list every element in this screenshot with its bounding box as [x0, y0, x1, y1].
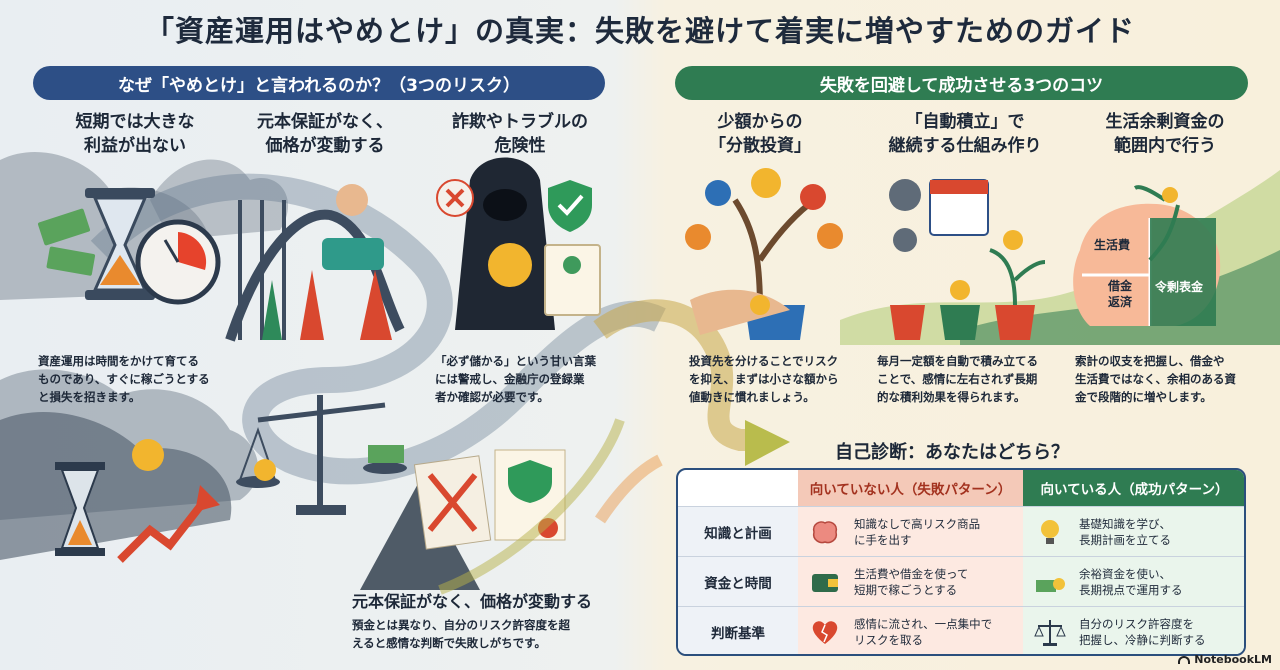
risk-3-text: 「必ず儲かる」という甘い言葉には警戒し、金融庁の登録業者か確認が必要です。 — [435, 354, 596, 404]
cell-bad-funds: 生活費や借金を使って短期で稼ごうとする — [798, 556, 1023, 606]
risk-1-text: 資産運用は時間をかけて育てるものであり、すぐに稼ごうとすると損失を招きます。 — [38, 354, 210, 404]
brand-logo: NotebookLM — [1178, 653, 1272, 666]
cell-good-funds: 余裕資金を使い、長期視点で運用する — [1023, 556, 1244, 606]
shield-check-icon — [548, 180, 592, 232]
row-label-judgment: 判断基準 — [678, 606, 798, 654]
cell-bad-judgment: 感情に流され、一点集中でリスクを取る — [798, 606, 1023, 654]
tip-1-title: 少額からの「分散投資」 — [709, 112, 811, 156]
diagnosis-title: 自己診断：あなたはどちら？ — [835, 442, 1069, 463]
piggy-living-label: 生活費 — [1094, 238, 1131, 252]
lightbulb-icon — [1041, 520, 1059, 544]
money-stack-icon — [1036, 578, 1065, 592]
certificate-icon — [544, 244, 601, 316]
risk-3-title: 詐欺やトラブルの危険性 — [452, 112, 588, 156]
hourglass-icon — [85, 188, 155, 300]
piggy-bank-icon — [1073, 185, 1221, 326]
row-label-knowledge: 知識と計画 — [678, 506, 798, 556]
hourglass-chart-icon — [55, 439, 220, 563]
tips-heading: 失敗を回避して成功させる3つのコツ — [675, 66, 1248, 100]
piggy-debt-label: 借金返済 — [1108, 279, 1133, 309]
page-title: 「資産運用はやめとけ」の真実：失敗を避けて着実に増やすためのガイド — [144, 14, 1135, 48]
cell-good-judgment: 自分のリスク許容度を把握し、冷静に判断する — [1023, 606, 1244, 654]
auto-invest-icon — [889, 179, 1046, 340]
piggy-surplus-label: 令剰表金 — [1155, 280, 1204, 294]
risk-bottom-block: 元本保証がなく、価格が変動する 預金とは異なり、自分のリスク許容度を超えると感情… — [352, 588, 622, 652]
risk-2-title: 元本保証がなく、価格が変動する — [257, 112, 393, 156]
header-good: 向いている人（成功パターン） — [1023, 470, 1244, 506]
warning-x-icon — [436, 179, 474, 217]
tip-2-text: 毎月一定額を自動で積み立てることで、感情に左右されず長期的な積利効果を得られます… — [877, 354, 1038, 404]
risk-1-title: 短期では大きな利益が出ない — [75, 112, 195, 156]
risk-bottom-text: 預金とは異なり、自分のリスク許容度を超えると感情な判断で失敗しがちです。 — [352, 618, 571, 650]
clock-icon — [135, 219, 221, 305]
cell-good-knowledge: 基礎知識を学び、長期計画を立てる — [1023, 506, 1244, 556]
header-bad: 向いていない人（失敗パターン） — [798, 470, 1023, 506]
scale-icon — [1034, 620, 1066, 646]
banknote-icon — [37, 208, 96, 276]
balance-scale-icon — [236, 395, 407, 515]
tip-2-title: 「自動積立」で継続する仕組み作り — [888, 112, 1042, 156]
scammer-icon — [455, 157, 555, 330]
brand-icon — [1178, 655, 1191, 664]
broken-heart-icon — [812, 621, 838, 644]
diagnosis-table: 向いていない人（失敗パターン） 向いている人（成功パターン） 知識と計画 知識な… — [676, 468, 1246, 656]
row-label-funds: 資金と時間 — [678, 556, 798, 606]
tip-3-title: 生活余剰資金の範囲内で行う — [1105, 112, 1225, 156]
tip-1-text: 投資先を分けることでリスクを抑え、まずは小さな額から値動きに慣れましょう。 — [689, 354, 839, 404]
tip-3-text: 索計の収支を把握し、借金や生活費ではなく、余相のある資金で段階的に増やします。 — [1075, 354, 1236, 404]
wallet-icon — [812, 574, 838, 592]
risk-bottom-title: 元本保証がなく、価格が変動する — [352, 592, 593, 611]
risks-heading: なぜ「やめとけ」と言われるのか？（3つのリスク） — [33, 66, 605, 100]
roller-coaster-icon — [225, 184, 405, 342]
money-tree-icon — [685, 168, 843, 340]
brain-icon — [812, 521, 838, 544]
cell-bad-knowledge: 知識なしで高リスク商品に手を出す — [798, 506, 1023, 556]
